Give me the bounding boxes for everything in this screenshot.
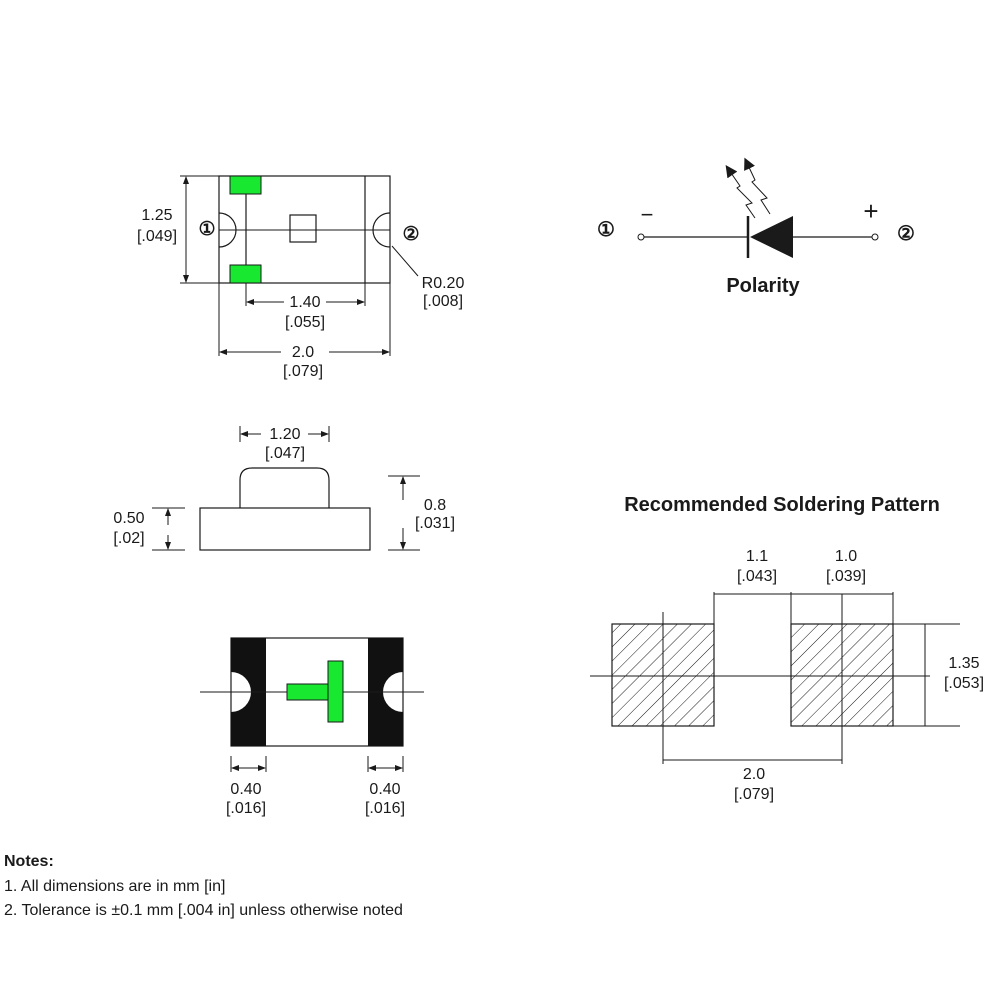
anode-notch: [372, 212, 391, 248]
side-lens: [239, 467, 330, 508]
gap-in: [.043]: [737, 568, 777, 585]
right-pad: [368, 638, 403, 746]
light-emission-arrow-icon: [725, 165, 756, 219]
pin1-marker: ①: [198, 219, 215, 240]
pad-height-in: [.053]: [944, 675, 984, 692]
left-pad-in: [.016]: [226, 800, 266, 817]
lens-width-mm: 1.20: [269, 426, 300, 443]
pitch-in: [.079]: [734, 786, 774, 803]
base-height-mm: 0.50: [113, 510, 144, 527]
green-polarity-bar: [286, 683, 333, 701]
radius-in: [.008]: [423, 293, 463, 310]
anode-terminal: [871, 233, 879, 241]
light-emission-arrow-icon: [744, 157, 771, 215]
left-pad-mm: 0.40: [230, 781, 261, 798]
polarity-plus: +: [863, 196, 878, 226]
base-height-in: [.02]: [113, 530, 144, 547]
pad-width-mm: 1.0: [835, 548, 857, 565]
polarity-minus: −: [641, 202, 654, 227]
side-view: 1.20 [.047] 0.50 [.02] 0.8 [.031]: [113, 426, 455, 551]
pad-height-mm: 1.35: [948, 655, 979, 672]
diode-triangle-icon: [750, 216, 793, 258]
polarity-symbol: ① − + ② Polarity: [597, 157, 915, 297]
green-contact-top: [229, 175, 262, 195]
pin2-marker: ②: [402, 224, 419, 245]
total-height-in: [.031]: [415, 515, 455, 532]
pitch-mm: 2.0: [743, 766, 765, 783]
height-mm: 1.25: [141, 207, 172, 224]
polarity-pin2: ②: [897, 223, 915, 245]
polarity-pin1: ①: [597, 219, 615, 241]
left-pad: [231, 638, 266, 746]
right-pad-in: [.016]: [365, 800, 405, 817]
bottom-view: 0.40 [.016] 0.40 [.016]: [200, 637, 424, 817]
radius-mm: R0.20: [422, 275, 465, 292]
radius-leader: [391, 245, 419, 277]
green-polarity-stem: [327, 660, 344, 723]
notes-heading: Notes:: [4, 853, 54, 870]
note-item: 2. Tolerance is ±0.1 mm [.004 in] unless…: [4, 902, 403, 919]
top-view: 1.25 [.049] ① ② R0.20 [.008] 1.40 [.055]…: [137, 175, 465, 380]
green-contact-bottom: [229, 264, 262, 284]
soldering-pattern: Recommended Soldering Pattern 1.1 [.043]…: [590, 494, 984, 803]
cathode-notch: [218, 212, 237, 248]
cathode-terminal: [637, 233, 645, 241]
notes: Notes: 1. All dimensions are in mm [in] …: [4, 853, 403, 919]
note-item: 1. All dimensions are in mm [in]: [4, 878, 225, 895]
chip-square: [289, 214, 317, 243]
right-pad-mm: 0.40: [369, 781, 400, 798]
soldering-title: Recommended Soldering Pattern: [624, 494, 940, 516]
polarity-label: Polarity: [726, 275, 800, 297]
side-base: [199, 507, 371, 551]
total-height-mm: 0.8: [424, 497, 446, 514]
lens-width-in: [.047]: [265, 445, 305, 462]
pad-span-in: [.055]: [285, 314, 325, 331]
pad-width-in: [.039]: [826, 568, 866, 585]
length-mm: 2.0: [292, 344, 314, 361]
pad-span-mm: 1.40: [289, 294, 320, 311]
height-in: [.049]: [137, 228, 177, 245]
length-in: [.079]: [283, 363, 323, 380]
gap-mm: 1.1: [746, 548, 768, 565]
